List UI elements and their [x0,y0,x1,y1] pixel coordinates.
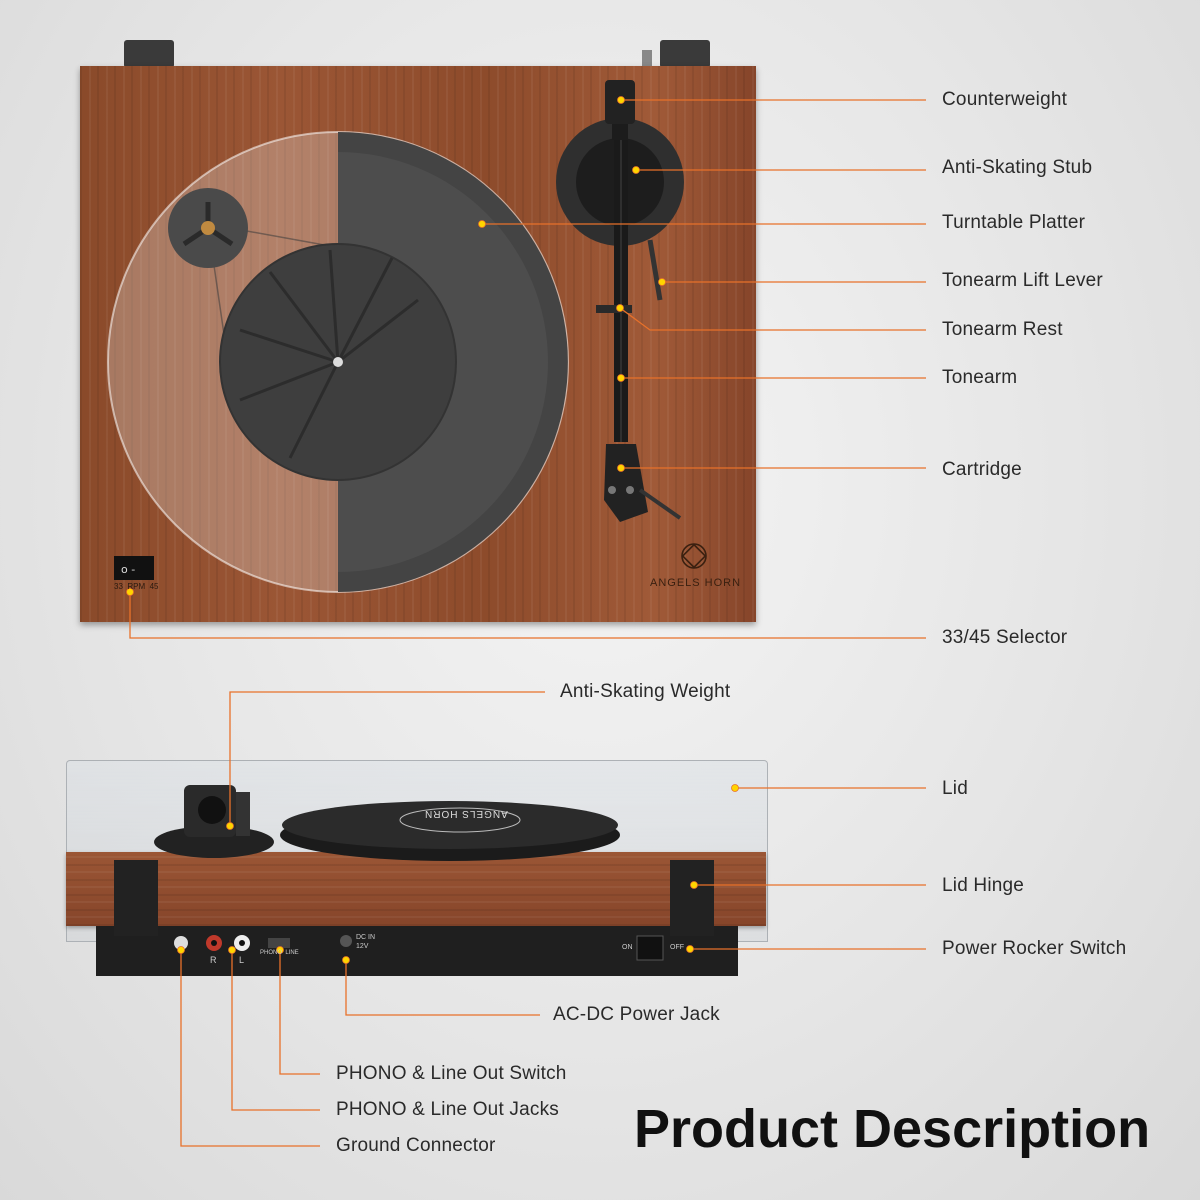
callout-label: Anti-Skating Weight [560,681,731,702]
panel-r: R [210,955,217,965]
callout-label: Counterweight [942,89,1068,110]
callout-label: Power Rocker Switch [942,938,1127,959]
top-view-drawing: o - [114,80,926,639]
callout-label: Tonearm Lift Lever [942,270,1103,291]
callout-label: PHONO & Line Out Switch [336,1063,567,1084]
callout-label: Ground Connector [336,1135,496,1156]
callout-label: Lid Hinge [942,875,1025,896]
panel-on: ON [622,944,633,951]
top-view-turntable: o - ANGELS HORN 33 RPM 45 Counterweight … [80,40,1103,648]
callout-label: 33/45 Selector [942,627,1068,648]
callout-label: Turntable Platter [942,212,1086,233]
rpm-switch[interactable] [114,556,154,580]
brand-name: ANGELS HORN [650,577,742,589]
rear-panel [96,926,738,976]
callout-label: Tonearm Rest [942,319,1063,340]
panel-l: L [239,955,245,965]
hinge-right-side [670,860,714,936]
side-plinth [66,852,766,926]
power-rocker[interactable] [636,935,664,961]
page-title: Product Description [634,1099,1151,1159]
callout-label: AC-DC Power Jack [553,1004,720,1025]
callout-label: Tonearm [942,367,1018,388]
hinge-knob [642,50,652,68]
panel-off: OFF [670,944,684,951]
panel-dc-v: 12V [356,943,369,950]
callout-label: Lid [942,778,968,799]
panel-dc-in: DC IN [356,934,376,941]
side-view-drawing [114,691,926,1147]
side-view-turntable: ANGELS HORN R L PHONO LINE DC IN 12V ON … [0,660,1200,1200]
panel-phono-line: PHONO LINE [260,950,299,956]
callout-label: PHONO & Line Out Jacks [336,1099,559,1120]
svg-text:o -: o - [121,563,135,576]
hinge-left-side [114,860,158,936]
hinge-right [660,40,710,68]
mat-text: ANGELS HORN [424,808,508,819]
callout-label: Anti-Skating Stub [942,157,1093,178]
hinge-left [124,40,174,68]
rpm-text: 33 RPM 45 [114,582,159,591]
callout-label: Cartridge [942,459,1022,480]
